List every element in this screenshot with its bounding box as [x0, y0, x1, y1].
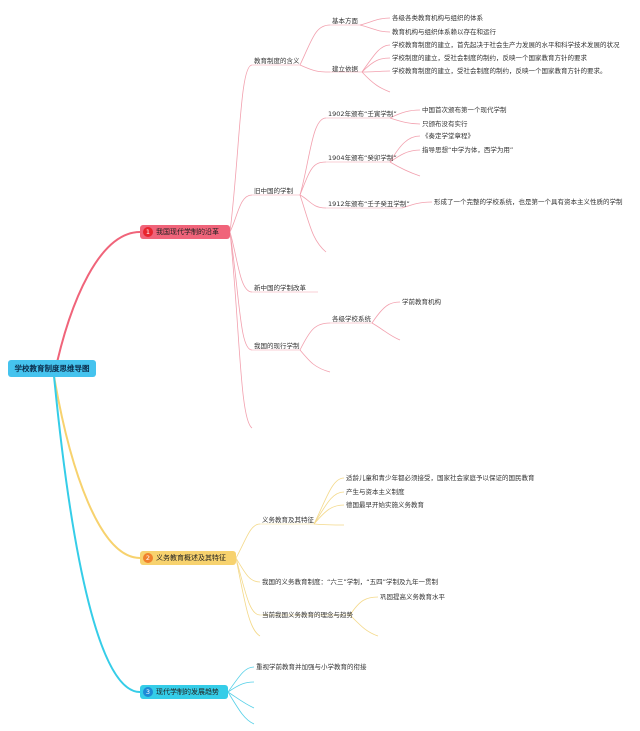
branch-1-title: 我国现代学制的沿革 — [156, 228, 219, 236]
branch-3-title: 现代学制的发展趋势 — [156, 688, 219, 696]
node-compulsory-trend[interactable]: 当前我国义务教育的理念与趋势 — [262, 611, 353, 619]
node-compulsory-feature-1[interactable]: 适龄儿童和青少年都必须接受，国家社会家庭予以保证的国民教育 — [346, 474, 535, 482]
node-education-system-meaning[interactable]: 教育制度的含义 — [254, 57, 300, 65]
node-basic-aspects-2[interactable]: 教育机构与组织体系赖以存在和运行 — [392, 28, 496, 36]
branch-3-node[interactable]: 3 现代学制的发展趋势 — [140, 685, 228, 699]
node-establish-basis-3[interactable]: 学校教育制度的建立，受社会制度的制约，反映一个国家教育方针的要求。 — [392, 67, 607, 75]
branch-3-badge: 3 — [143, 687, 153, 697]
branch-2-node[interactable]: 2 义务教育概述及其特征 — [140, 551, 236, 565]
node-1912-system[interactable]: 1912年颁布“壬子癸丑学制” — [328, 200, 410, 208]
branch-2-title: 义务教育概述及其特征 — [156, 554, 226, 562]
branch-1-node[interactable]: 1 我国现代学制的沿革 — [140, 225, 230, 239]
node-1904-system-1[interactable]: 《奏定学堂章程》 — [422, 132, 474, 140]
node-basic-aspects[interactable]: 基本方面 — [332, 17, 358, 25]
node-school-levels-1[interactable]: 学前教育机构 — [402, 298, 441, 306]
node-1902-system-1[interactable]: 中国首次颁布第一个现代学制 — [422, 106, 507, 114]
node-establish-basis-2[interactable]: 学校制度的建立，受社会制度的制约，反映一个国家教育方针的要求 — [392, 54, 587, 62]
node-1904-system[interactable]: 1904年颁布“癸卯学制” — [328, 154, 397, 162]
node-1902-system-2[interactable]: 只颁布没有实行 — [422, 120, 468, 128]
node-compulsory-features[interactable]: 义务教育及其特征 — [262, 516, 314, 524]
node-compulsory-trend-1[interactable]: 巩固提高义务教育水平 — [380, 593, 445, 601]
node-establish-basis-1[interactable]: 学校教育制度的建立，首先起决于社会生产力发展的水平和科学技术发展的状况 — [392, 41, 620, 49]
node-basic-aspects-1[interactable]: 各级各类教育机构与组织的体系 — [392, 14, 483, 22]
node-new-china-reform[interactable]: 新中国的学制改革 — [254, 284, 306, 292]
branch-1-badge: 1 — [143, 227, 153, 237]
node-1904-system-2[interactable]: 指导思想“中学为体，西学为用” — [422, 146, 514, 154]
node-establish-basis[interactable]: 建立依据 — [332, 65, 358, 73]
node-compulsory-feature-2[interactable]: 产生与资本主义制度 — [346, 488, 405, 496]
node-old-china-school-system[interactable]: 旧中国的学制 — [254, 187, 293, 195]
node-1912-system-1[interactable]: 形成了一个完整的学校系统，也是第一个具有资本主义性质的学制 — [434, 198, 623, 206]
node-compulsory-feature-3[interactable]: 德国最早开始实施义务教育 — [346, 501, 424, 509]
node-1902-system[interactable]: 1902年颁布“壬寅学制” — [328, 110, 397, 118]
root-node[interactable]: 学校教育制度思维导图 — [8, 360, 96, 377]
node-current-school-system[interactable]: 我国的现行学制 — [254, 342, 300, 350]
node-compulsory-system[interactable]: 我国的义务教育制度：“六三”学制，“五四”学制及九年一贯制 — [262, 578, 438, 586]
branch-2-badge: 2 — [143, 553, 153, 563]
node-trend-preschool[interactable]: 重视学前教育并加强与小学教育的衔接 — [256, 663, 367, 671]
node-school-levels[interactable]: 各级学校系统 — [332, 315, 371, 323]
